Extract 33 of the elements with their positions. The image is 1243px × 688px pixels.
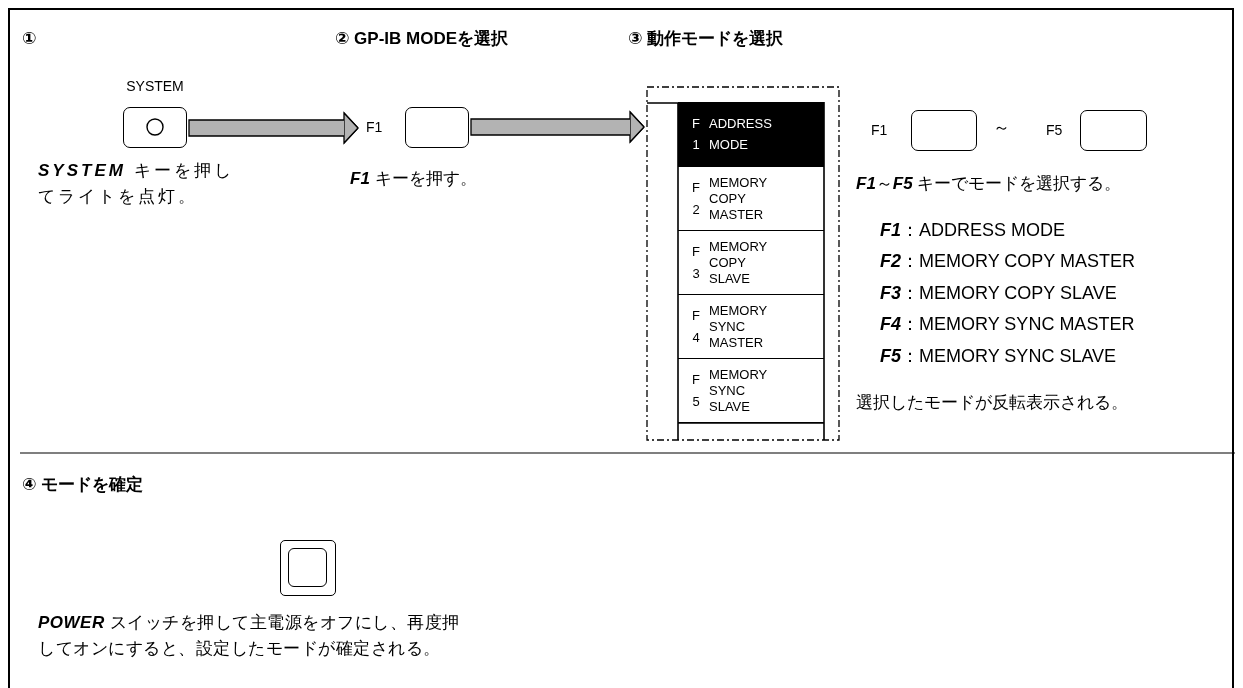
instruction-text: F1 キーを押す。 <box>350 168 477 190</box>
step-heading: ④ モードを確定 <box>22 474 144 496</box>
mode-list-item: F3：MEMORY COPY SLAVE <box>880 282 1117 305</box>
note-text: 選択したモードが反転表示される。 <box>856 392 1128 414</box>
instruction-text: F1～F5 キーでモードを選択する。 <box>856 173 1122 195</box>
mode-list-item: F1：ADDRESS MODE <box>880 219 1066 242</box>
instruction-text: POWER スイッチを押して主電源をオフにし、再度押してオンにすると、設定したモードが確定される。 <box>38 612 461 660</box>
softkey-number: F 5 <box>692 370 700 411</box>
softkey-number: F 1 <box>692 115 700 154</box>
range-symbol: ～ <box>993 117 1010 139</box>
key-label: F1 <box>871 122 888 138</box>
block-arrow <box>188 111 359 145</box>
menu-label: MEMORY COPY MASTER <box>709 174 769 223</box>
menu-label: MEMORY SYNC MASTER <box>709 302 769 351</box>
key-label: F1 <box>366 119 383 135</box>
key-label: F5 <box>1046 122 1063 138</box>
softkey-number: F 4 <box>692 306 700 347</box>
mode-list-item: F4：MEMORY SYNC MASTER <box>880 313 1135 336</box>
key-label: SYSTEM <box>125 78 185 94</box>
menu-label: MEMORY COPY SLAVE <box>709 238 769 287</box>
highlighted-menu-item <box>678 102 824 167</box>
menu-label: ADDRESS MODE <box>709 115 773 154</box>
instruction-text: SYSTEM キーを押してライトを点灯。 <box>38 160 235 208</box>
menu-label: MEMORY SYNC SLAVE <box>709 366 769 415</box>
power-switch <box>280 540 336 596</box>
softkey-number: F 2 <box>692 178 700 219</box>
mode-list-item: F2：MEMORY COPY MASTER <box>880 250 1136 273</box>
softkey-number: F 3 <box>692 242 700 283</box>
mode-list-item: F5：MEMORY SYNC SLAVE <box>880 345 1117 368</box>
step-heading: ② GP-IB MODEを選択 <box>335 28 509 50</box>
step-heading: ③ 動作モードを選択 <box>628 28 784 50</box>
step-number: ① <box>22 28 37 50</box>
block-arrow <box>470 110 645 144</box>
